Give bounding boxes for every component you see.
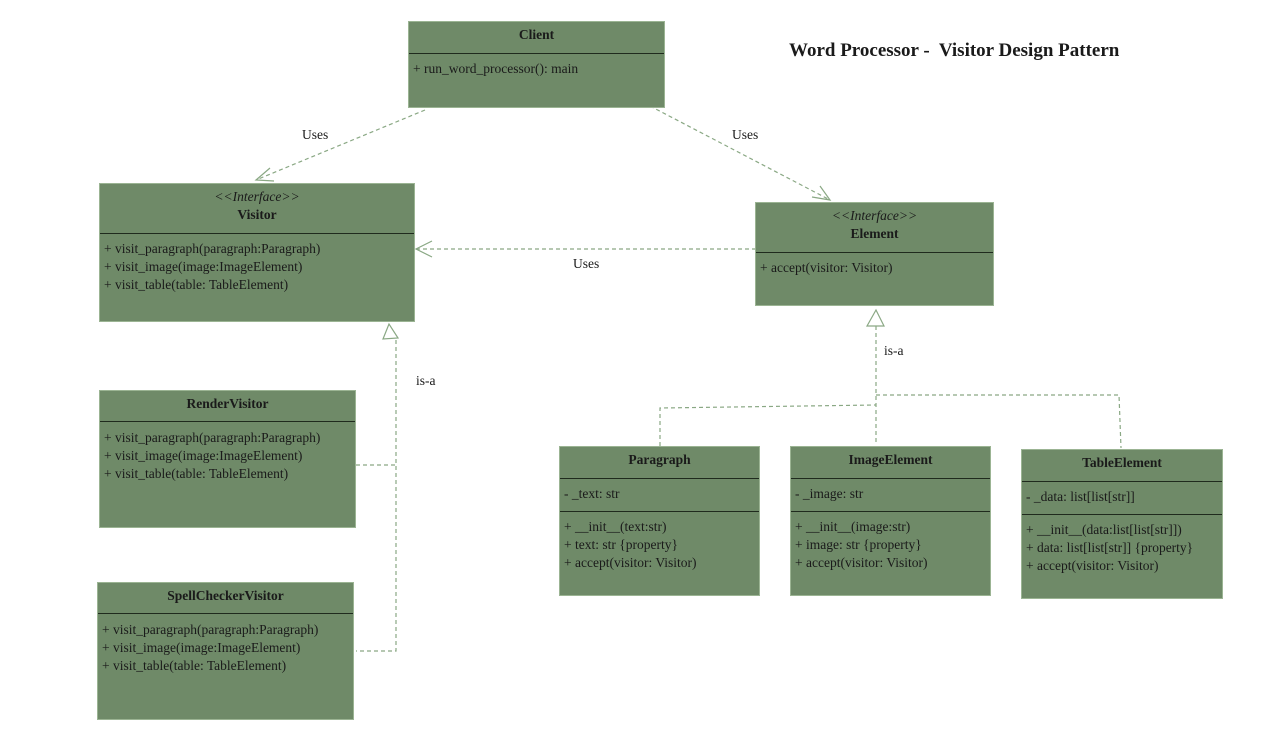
- method-line: + visit_table(table: TableElement): [104, 277, 289, 292]
- class-spell-checker-visitor-methods: + visit_paragraph(paragraph:Paragraph) +…: [98, 614, 353, 675]
- attribute-line: - _image: str: [795, 486, 864, 501]
- method-line: + __init__(image:str): [795, 519, 911, 534]
- interface-visitor-name: Visitor: [237, 207, 277, 222]
- method-line: + visit_image(image:ImageElement): [102, 640, 301, 655]
- edge-paragraph-realization: [659, 404, 877, 446]
- attribute-line: - _data: list[list[str]]: [1026, 489, 1135, 504]
- method-line: + visit_image(image:ImageElement): [104, 259, 303, 274]
- class-render-visitor-header: RenderVisitor: [100, 391, 355, 422]
- class-table-element-name: TableElement: [1082, 455, 1162, 470]
- class-paragraph-name: Paragraph: [628, 452, 691, 467]
- method-line: + visit_paragraph(paragraph:Paragraph): [104, 430, 321, 445]
- method-line: + visit_paragraph(paragraph:Paragraph): [104, 241, 321, 256]
- class-spell-checker-visitor-header: SpellCheckerVisitor: [98, 583, 353, 614]
- class-image-element: ImageElement - _image: str + __init__(im…: [790, 446, 991, 596]
- edge-label-client-visitor: Uses: [302, 127, 329, 142]
- class-image-element-name: ImageElement: [848, 452, 933, 467]
- method-line: + accept(visitor: Visitor): [1026, 558, 1159, 573]
- class-client-methods: + run_word_processor(): main: [409, 54, 664, 78]
- class-render-visitor-name: RenderVisitor: [186, 396, 269, 411]
- interface-visitor-stereotype: <<Interface>>: [214, 189, 300, 204]
- class-table-element-attributes: - _data: list[list[str]]: [1022, 482, 1222, 515]
- class-table-element: TableElement - _data: list[list[str]] + …: [1021, 449, 1223, 599]
- method-line: + __init__(text:str): [564, 519, 667, 534]
- method-line: + visit_paragraph(paragraph:Paragraph): [102, 622, 319, 637]
- interface-element-header: <<Interface>> Element: [756, 203, 993, 253]
- interface-visitor-methods: + visit_paragraph(paragraph:Paragraph) +…: [100, 234, 414, 294]
- class-paragraph-methods: + __init__(text:str) + text: str {proper…: [560, 512, 759, 572]
- attribute-line: - _text: str: [564, 486, 620, 501]
- class-spell-checker-visitor-name: SpellCheckerVisitor: [167, 588, 284, 603]
- method-line: + __init__(data:list[list[str]]): [1026, 522, 1182, 537]
- class-table-element-header: TableElement: [1022, 450, 1222, 482]
- arrowhead-client-element: [811, 185, 832, 201]
- class-paragraph-attributes: - _text: str: [560, 479, 759, 512]
- method-line: + run_word_processor(): main: [413, 61, 579, 76]
- diagram-title: Word Processor - Visitor Design Pattern: [789, 40, 1120, 61]
- class-table-element-methods: + __init__(data:list[list[str]]) + data:…: [1022, 515, 1222, 575]
- interface-element-name: Element: [850, 226, 899, 241]
- class-paragraph-header: Paragraph: [560, 447, 759, 479]
- method-line: + visit_image(image:ImageElement): [104, 448, 303, 463]
- class-image-element-methods: + __init__(image:str) + image: str {prop…: [791, 512, 990, 572]
- edge-label-element-visitor: Uses: [573, 256, 600, 271]
- class-render-visitor-methods: + visit_paragraph(paragraph:Paragraph) +…: [100, 422, 355, 483]
- class-client-name: Client: [518, 27, 555, 42]
- edge-label-visitor-impl: is-a: [416, 373, 436, 388]
- method-line: + accept(visitor: Visitor): [564, 555, 697, 570]
- method-line: + accept(visitor: Visitor): [760, 260, 893, 275]
- method-line: + visit_table(table: TableElement): [102, 658, 287, 673]
- realization-triangle-element: [865, 308, 885, 327]
- edge-client-uses-visitor: [255, 109, 426, 181]
- method-line: + image: str {property}: [795, 537, 922, 552]
- class-render-visitor: RenderVisitor + visit_paragraph(paragrap…: [99, 390, 356, 528]
- interface-element-methods: + accept(visitor: Visitor): [756, 253, 993, 277]
- edge-client-uses-element: [649, 105, 831, 201]
- arrowhead-client-visitor: [254, 167, 275, 182]
- arrowhead-element-visitor: [414, 240, 433, 258]
- class-client: Client + run_word_processor(): main: [408, 21, 665, 108]
- class-image-element-header: ImageElement: [791, 447, 990, 479]
- class-client-header: Client: [409, 22, 664, 54]
- edge-table-element-realization: [876, 394, 1122, 449]
- class-paragraph: Paragraph - _text: str + __init__(text:s…: [559, 446, 760, 596]
- realization-triangle-visitor: [382, 322, 400, 340]
- interface-visitor-header: <<Interface>> Visitor: [100, 184, 414, 234]
- method-line: + accept(visitor: Visitor): [795, 555, 928, 570]
- class-image-element-attributes: - _image: str: [791, 479, 990, 512]
- method-line: + visit_table(table: TableElement): [104, 466, 289, 481]
- interface-element: <<Interface>> Element + accept(visitor: …: [755, 202, 994, 306]
- edge-visitor-realization: [356, 340, 397, 652]
- method-line: + data: list[list[str]] {property}: [1026, 540, 1194, 555]
- edge-label-element-impl: is-a: [884, 343, 904, 358]
- interface-visitor: <<Interface>> Visitor + visit_paragraph(…: [99, 183, 415, 322]
- interface-element-stereotype: <<Interface>>: [831, 208, 918, 223]
- edge-label-client-element: Uses: [732, 127, 759, 142]
- class-spell-checker-visitor: SpellCheckerVisitor + visit_paragraph(pa…: [97, 582, 354, 720]
- method-line: + text: str {property}: [564, 537, 678, 552]
